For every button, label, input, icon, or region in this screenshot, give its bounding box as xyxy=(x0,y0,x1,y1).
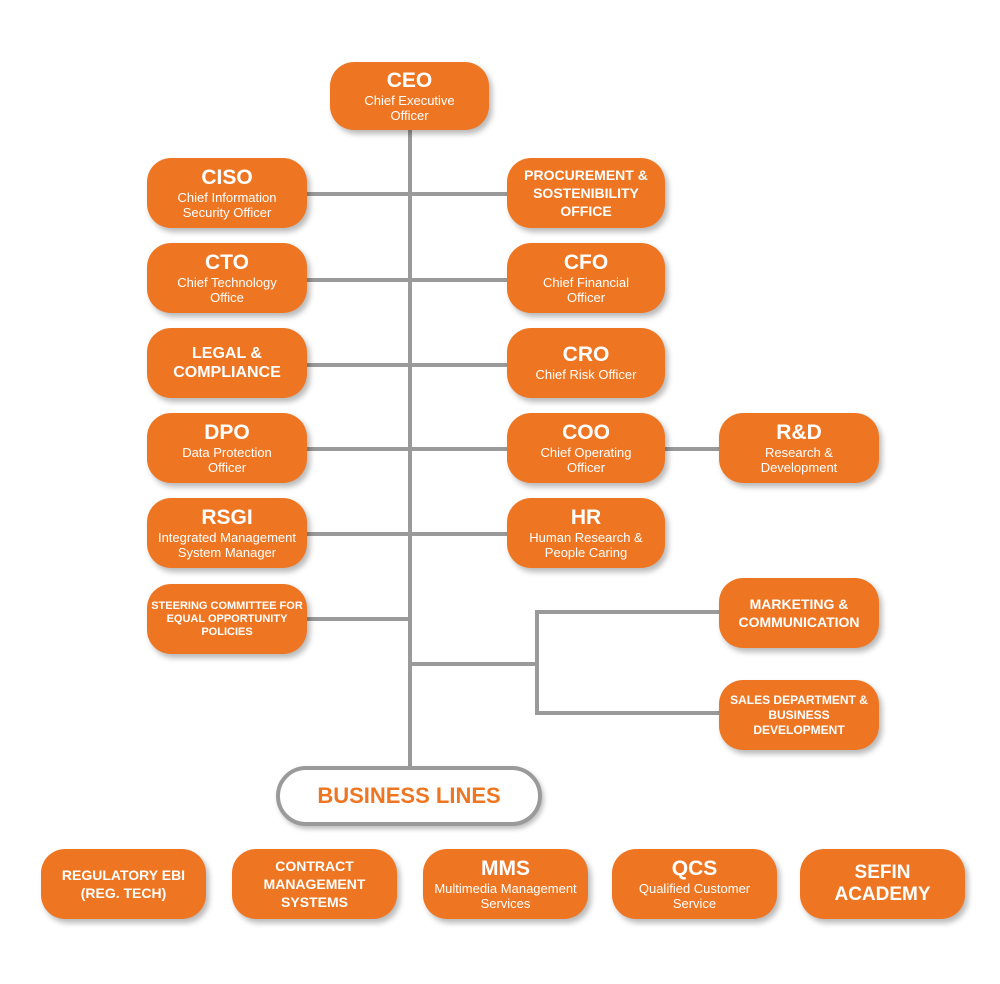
connector-marketing-bracket xyxy=(535,610,720,715)
cro-title: CRO xyxy=(562,343,610,366)
dpo-title: DPO xyxy=(204,420,250,444)
rd-title: R&D xyxy=(776,420,822,444)
cto-subtitle: Chief Technology Office xyxy=(177,274,277,305)
dpo-subtitle: Data Protection Officer xyxy=(182,444,272,475)
cro-box[interactable]: CRO Chief Risk Officer xyxy=(507,328,665,398)
sefin-academy-box[interactable]: SEFIN ACADEMY xyxy=(800,849,965,919)
ciso-box[interactable]: CISO Chief Information Security Officer xyxy=(147,158,307,228)
rd-subtitle: Research & Development xyxy=(760,444,838,475)
mms-title: MMS xyxy=(481,856,530,880)
cfo-box[interactable]: CFO Chief Financial Officer xyxy=(507,243,665,313)
hr-subtitle: Human Research & People Caring xyxy=(529,529,643,560)
cfo-subtitle: Chief Financial Officer xyxy=(543,274,629,305)
contract-management-title: CONTRACT MANAGEMENT SYSTEMS xyxy=(263,858,366,910)
ciso-title: CISO xyxy=(201,165,253,189)
rsgi-title: RSGI xyxy=(201,505,253,529)
coo-title: COO xyxy=(562,420,610,444)
business-lines-box[interactable]: BUSINESS LINES xyxy=(276,766,542,826)
marketing-communication-box[interactable]: MARKETING & COMMUNICATION xyxy=(719,578,879,648)
ciso-subtitle: Chief Information Security Officer xyxy=(177,189,277,220)
cto-title: CTO xyxy=(205,250,249,274)
coo-box[interactable]: COO Chief Operating Officer xyxy=(507,413,665,483)
qcs-title: QCS xyxy=(671,856,718,880)
mms-box[interactable]: MMS Multimedia Management Services xyxy=(423,849,588,919)
dpo-box[interactable]: DPO Data Protection Officer xyxy=(147,413,307,483)
legal-compliance-title: LEGAL & COMPLIANCE xyxy=(173,345,281,381)
procurement-title: PROCUREMENT & SOSTENIBILITY OFFICE xyxy=(524,167,648,219)
procurement-box[interactable]: PROCUREMENT & SOSTENIBILITY OFFICE xyxy=(507,158,665,228)
regulatory-ebi-box[interactable]: REGULATORY EBI (REG. TECH) xyxy=(41,849,206,919)
rsgi-box[interactable]: RSGI Integrated Management System Manage… xyxy=(147,498,307,568)
business-lines-label: BUSINESS LINES xyxy=(317,783,501,808)
hr-title: HR xyxy=(570,505,602,529)
coo-subtitle: Chief Operating Officer xyxy=(540,444,632,475)
sales-department-box[interactable]: SALES DEPARTMENT & BUSINESS DEVELOPMENT xyxy=(719,680,879,750)
ceo-subtitle: Chief Executive Officer xyxy=(364,92,455,123)
steering-committee-title: STEERING COMMITTEE FOR EQUAL OPPORTUNITY… xyxy=(151,599,303,638)
steering-committee-box[interactable]: STEERING COMMITTEE FOR EQUAL OPPORTUNITY… xyxy=(147,584,307,654)
ceo-box[interactable]: CEO Chief Executive Officer xyxy=(330,62,489,130)
marketing-communication-title: MARKETING & COMMUNICATION xyxy=(738,596,860,630)
rd-box[interactable]: R&D Research & Development xyxy=(719,413,879,483)
qcs-subtitle: Qualified Customer Service xyxy=(638,880,751,911)
ceo-title: CEO xyxy=(386,68,433,92)
legal-compliance-box[interactable]: LEGAL & COMPLIANCE xyxy=(147,328,307,398)
regulatory-ebi-title: REGULATORY EBI (REG. TECH) xyxy=(61,867,186,901)
cto-box[interactable]: CTO Chief Technology Office xyxy=(147,243,307,313)
hr-box[interactable]: HR Human Research & People Caring xyxy=(507,498,665,568)
qcs-box[interactable]: QCS Qualified Customer Service xyxy=(612,849,777,919)
mms-subtitle: Multimedia Management Services xyxy=(434,880,577,911)
contract-management-box[interactable]: CONTRACT MANAGEMENT SYSTEMS xyxy=(232,849,397,919)
cro-subtitle: Chief Risk Officer xyxy=(535,367,637,382)
rsgi-subtitle: Integrated Management System Manager xyxy=(157,529,297,560)
cfo-title: CFO xyxy=(563,250,609,274)
sales-department-title: SALES DEPARTMENT & BUSINESS DEVELOPMENT xyxy=(730,692,868,737)
sefin-academy-title: SEFIN ACADEMY xyxy=(834,862,931,905)
